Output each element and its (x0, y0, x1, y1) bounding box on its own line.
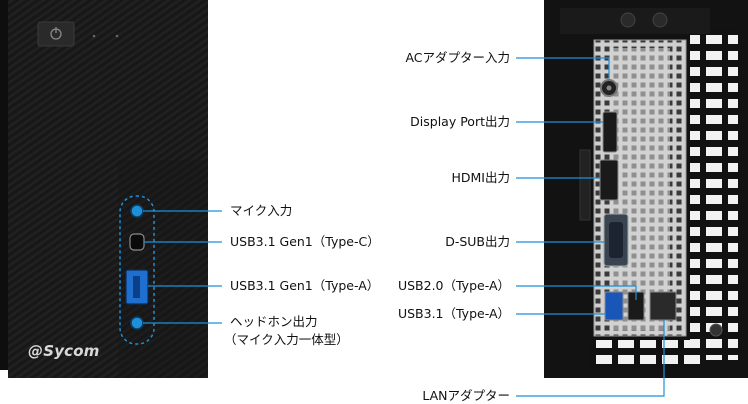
label-mic-input: マイク入力 (230, 203, 293, 218)
leader-lan (516, 320, 665, 397)
dsub-port-inner (609, 222, 623, 258)
usb-a-port-tongue (133, 276, 140, 298)
case-front-bevel (118, 95, 208, 378)
rear-case (544, 0, 748, 378)
front-leader-lines (143, 210, 222, 324)
label-usb20: USB2.0（Type-A） (397, 278, 510, 293)
power-button[interactable] (37, 21, 75, 47)
side-latch (579, 149, 591, 221)
label-displayport: Display Port出力 (410, 114, 510, 129)
label-lan: LANアダプター (422, 388, 510, 403)
headphone-jack (130, 316, 144, 330)
label-dsub: D-SUB出力 (445, 234, 510, 249)
case-rear-right-vents (690, 30, 738, 360)
leader-usb20 (516, 285, 637, 300)
brand-logo: @Sycom (28, 342, 100, 360)
rear-screw-2 (652, 12, 668, 28)
label-usb-c-front: USB3.1 Gen1（Type-C） (230, 234, 380, 249)
front-case (0, 0, 208, 378)
io-board (610, 48, 670, 330)
mic-jack (130, 204, 144, 218)
front-led-2 (115, 34, 119, 38)
label-headphone-note: （マイク入力一体型） (224, 332, 349, 347)
front-led-1 (92, 34, 96, 38)
label-hdmi: HDMI出力 (451, 170, 511, 185)
case-rear-bottom-vents (590, 340, 700, 368)
rear-leader-lines (516, 57, 665, 397)
label-usb-a-front: USB3.1 Gen1（Type-A） (230, 278, 380, 293)
label-ac-adapter: ACアダプター入力 (405, 50, 510, 65)
hdmi-port (599, 159, 619, 201)
label-usb31-rear: USB3.1（Type-A） (397, 306, 510, 321)
displayport-port (602, 111, 618, 153)
label-headphone-output: ヘッドホン出力 (230, 314, 318, 329)
usb-c-port (129, 233, 145, 251)
lan-port (649, 291, 677, 321)
usb31-rear-port (604, 291, 624, 321)
case-front-shell (0, 0, 10, 370)
rear-screw-1 (620, 12, 636, 28)
ac-power-jack-pin (606, 85, 612, 91)
front-port-group-outline (119, 195, 155, 345)
kensington-slot (709, 323, 723, 337)
leader-ac (516, 57, 610, 78)
